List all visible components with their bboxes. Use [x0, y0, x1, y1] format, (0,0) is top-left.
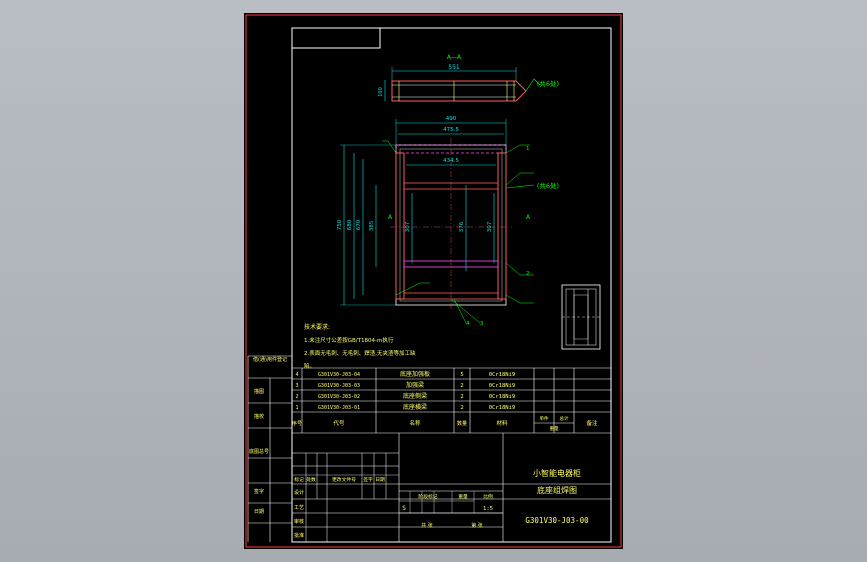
tb-weight: 重量 — [458, 493, 468, 500]
tb-review: 审核 — [294, 518, 304, 525]
bom-row-material: 0Cr18Ni9 — [489, 383, 516, 389]
tb-sheet-no: 第 张 — [471, 522, 483, 529]
tb-scale: 比例 — [483, 493, 493, 500]
tech-req-line1: 1.未注尺寸公差按GB/T1804-m执行 — [304, 336, 394, 344]
bom-row-no: 4 — [295, 372, 298, 378]
bom-row-no: 3 — [295, 383, 298, 389]
corner-box — [291, 27, 381, 49]
dim-overall-height: 750 — [337, 219, 343, 230]
section-mark-right: A — [526, 214, 531, 221]
weld-note-middle: (共6处) — [537, 181, 559, 190]
bom-row-name: 底座侧梁 — [403, 392, 427, 400]
dim-307-left: 307 — [405, 221, 411, 232]
tb-approve: 批准 — [294, 532, 304, 539]
tb-process: 工艺 — [294, 505, 304, 511]
bom-row-qty: 2 — [460, 394, 463, 400]
dim-inner-width-2: 434.5 — [443, 158, 459, 164]
bom-row-name: 加强梁 — [406, 381, 424, 389]
balloon-4: 4 — [466, 321, 470, 327]
tb-signature: 签字 — [363, 476, 373, 483]
tech-req-line2: 2.表面无毛刺、无毛刺、焊渣,无夹渣等加工缺 — [304, 349, 416, 357]
bom-header-code: 代号 — [333, 419, 345, 427]
bom-table: 4 G301V30-J03-04 底座加强板 5 0Cr18Ni9 3 G301… — [292, 367, 611, 434]
left-label-4: 底图总号 — [249, 448, 269, 455]
tb-stage-mark: 阶段标记 — [418, 493, 437, 500]
dim-height-2: 680 — [347, 219, 353, 230]
dim-overall-width: 490 — [446, 116, 457, 122]
bom-row-no: 2 — [295, 394, 298, 400]
technical-requirements: 技术要求: 1.未注尺寸公差按GB/T1804-m执行 2.表面无毛刺、无毛刺、… — [304, 323, 416, 370]
dim-top-length: 551 — [448, 64, 460, 71]
tb-sheet-total: 共 张 — [421, 522, 433, 529]
front-view: 490 475.5 434.5 750 680 670 385 — [337, 116, 559, 327]
dim-height-4: 385 — [369, 220, 375, 231]
balloon-1: 1 — [526, 146, 530, 152]
bom-row-name: 底座加强板 — [400, 370, 430, 378]
tb-design: 设计 — [294, 489, 304, 496]
bom-row-name: 底座横梁 — [403, 403, 427, 411]
bom-header-total: 总计 — [560, 415, 569, 422]
top-view: A—A 551 100 (共6处) — [378, 54, 559, 102]
left-label-6: 日期 — [254, 509, 264, 515]
bom-row-no: 1 — [295, 405, 298, 411]
bom-row-material: 0Cr18Ni9 — [489, 372, 516, 378]
bom-header-single: 单件 — [540, 415, 549, 422]
bom-row-qty: 5 — [460, 372, 463, 378]
section-mark-left: A — [388, 214, 393, 221]
tb-date: 日期 — [375, 477, 385, 483]
bom-row-qty: 2 — [460, 383, 463, 389]
side-view — [561, 284, 601, 350]
dim-height-3: 670 — [356, 219, 362, 230]
bom-row-code: G301V30-J03-04 — [318, 372, 360, 378]
inner-border — [291, 27, 612, 543]
bom-row-code: G301V30-J03-03 — [318, 383, 360, 389]
tb-stage-s: S — [402, 505, 406, 512]
left-strip: 借(通)用件登记 描图 描校 底图总号 签字 日期 — [247, 355, 292, 542]
tb-count: 处数 — [306, 476, 316, 483]
bom-row-material: 0Cr18Ni9 — [489, 394, 516, 400]
bom-row-code: G301V30-J03-02 — [318, 394, 360, 400]
balloon-3: 3 — [480, 321, 484, 327]
tech-req-title: 技术要求: — [304, 323, 330, 331]
dim-inner-width-1: 475.5 — [443, 127, 459, 133]
bom-header-material: 材料 — [496, 419, 508, 427]
bom-header-weight: 重量 — [550, 425, 559, 432]
left-label-2: 描图 — [254, 388, 264, 395]
left-label-1: 借(通)用件登记 — [253, 356, 287, 363]
bom-header-no: 序号 — [292, 420, 302, 427]
drawing-sheet[interactable]: 借(通)用件登记 描图 描校 底图总号 签字 日期 A—A 551 100 — [244, 13, 623, 549]
left-label-3: 描校 — [254, 413, 264, 420]
tb-scale-value: 1:5 — [483, 506, 493, 512]
tb-change-doc: 更改文件号 — [332, 476, 356, 483]
title-block: 标记 处数 更改文件号 签字 日期 设计 工艺 审核 批准 阶段标记 重量 比例… — [292, 433, 611, 542]
dim-307-right: 307 — [487, 221, 493, 232]
bom-header-qty: 数量 — [457, 420, 467, 427]
dim-376: 376 — [459, 221, 465, 232]
weld-note-top: (共6处) — [537, 79, 559, 88]
outer-frame — [245, 14, 622, 548]
bom-header-name: 名称 — [409, 419, 421, 427]
tb-product: 小智能电器柜 — [533, 468, 581, 478]
tb-drawing-number: G301V30-J03-00 — [525, 516, 589, 525]
section-label: A—A — [447, 54, 462, 61]
bom-header-remark: 备注 — [586, 419, 598, 427]
bom-row-qty: 2 — [460, 405, 463, 411]
tech-req-line3: 陷。 — [304, 362, 315, 370]
bom-row-material: 0Cr18Ni9 — [489, 405, 516, 411]
bom-row-code: G301V30-J03-01 — [318, 405, 360, 411]
tb-drawing-name: 底座组焊图 — [537, 485, 577, 495]
left-label-5: 签字 — [254, 488, 264, 495]
drawing-canvas: 借(通)用件登记 描图 描校 底图总号 签字 日期 A—A 551 100 — [245, 14, 622, 548]
tb-mark: 标记 — [294, 476, 304, 483]
balloon-2: 2 — [526, 271, 530, 277]
dim-top-height: 100 — [378, 87, 384, 97]
